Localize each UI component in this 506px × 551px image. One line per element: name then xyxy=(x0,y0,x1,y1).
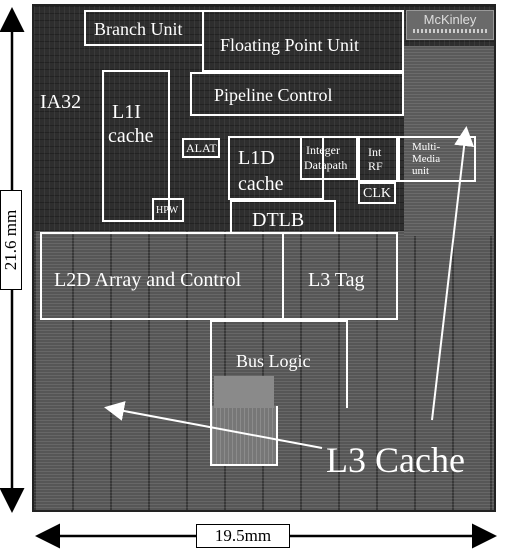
bus-logic-lower-block xyxy=(210,406,278,466)
l2d-array-control-label: L2D Array and Control xyxy=(54,269,242,291)
l1i-cache-block: L1I cache xyxy=(102,70,170,222)
height-dimension-label: 21.6 mm xyxy=(0,190,22,290)
alat-block: ALAT xyxy=(182,138,220,158)
width-dimension-label: 19.5mm xyxy=(196,524,290,548)
chip-die-photo: McKinley Branch Unit Floating Point Unit… xyxy=(32,4,496,512)
clk-block: CLK xyxy=(358,182,396,204)
multimedia-unit-block: Multi- Media unit xyxy=(398,136,476,182)
l3-cache-arrow-left xyxy=(104,401,323,449)
hpw-label: HPW xyxy=(156,205,179,216)
clk-label: CLK xyxy=(363,186,391,201)
integer-datapath-label-1: Integer xyxy=(306,143,340,157)
l1i-label: L1I xyxy=(112,101,141,123)
integer-datapath-block: Integer Datapath xyxy=(300,136,358,180)
ia32-block: IA32 xyxy=(34,42,102,212)
right-cache-column-texture xyxy=(404,46,494,236)
pipeline-control-block: Pipeline Control xyxy=(190,72,404,116)
l1d-cache-block: L1D cache xyxy=(228,136,324,200)
l3-tag-label: L3 Tag xyxy=(308,269,365,291)
l1d-label: L1D xyxy=(238,147,275,169)
ia32-label: IA32 xyxy=(40,91,82,113)
l3-tag-block: L3 Tag xyxy=(282,232,398,320)
l3-cache-arrow-up xyxy=(431,126,475,421)
l1d-cache-label: cache xyxy=(238,173,284,195)
l3-cache-array-texture xyxy=(34,231,494,510)
multimedia-label-3: unit xyxy=(412,165,430,177)
dtlb-label: DTLB xyxy=(252,209,305,231)
hpw-block: HPW xyxy=(152,198,184,222)
bus-logic-block: Bus Logic xyxy=(210,320,348,408)
int-rf-block: Int RF xyxy=(358,136,398,182)
l3-cache-label: L3 Cache xyxy=(326,440,465,480)
floating-point-unit-label: Floating Point Unit xyxy=(220,35,360,55)
mckinley-logo: McKinley xyxy=(406,10,494,40)
branch-unit-label: Branch Unit xyxy=(94,19,183,39)
int-rf-label-2: RF xyxy=(368,159,383,173)
alat-label: ALAT xyxy=(186,141,217,155)
int-rf-label-1: Int xyxy=(368,145,382,159)
multimedia-label-1: Multi- xyxy=(412,141,441,153)
floating-point-unit-block: Floating Point Unit xyxy=(202,10,404,72)
bus-logic-label: Bus Logic xyxy=(236,351,311,371)
bus-logic-inner-texture xyxy=(214,376,274,408)
l1i-cache-label: cache xyxy=(108,125,154,147)
multimedia-label-2: Media xyxy=(412,153,441,165)
pipeline-control-label: Pipeline Control xyxy=(214,85,333,105)
integer-datapath-label-2: Datapath xyxy=(304,158,348,172)
